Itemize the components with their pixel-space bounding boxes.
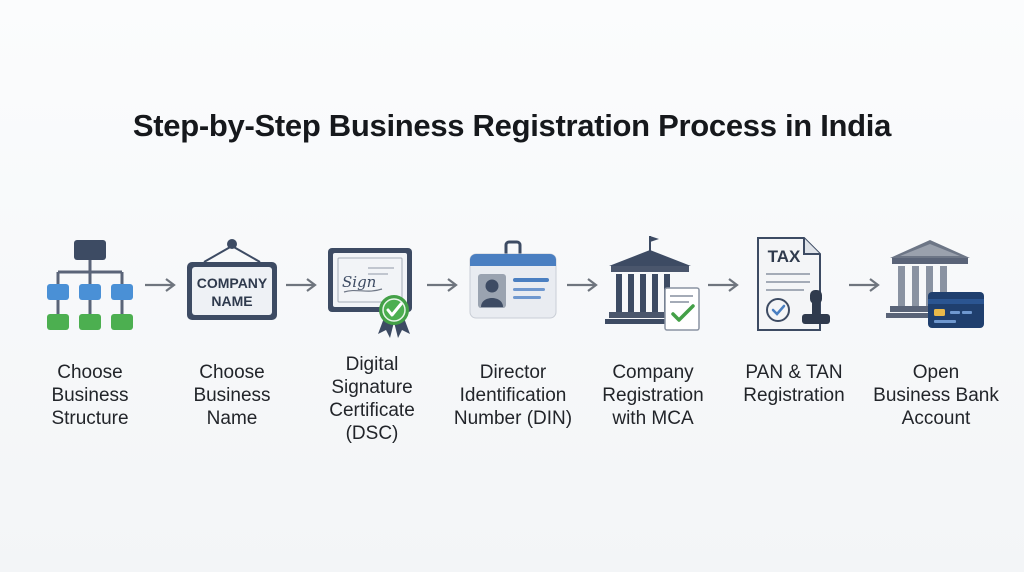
label-line: Signature	[331, 377, 413, 398]
step-label-company-registration-mca: Company Registration with MCA	[583, 361, 723, 430]
label-line: Business	[51, 385, 129, 406]
arrow-right-icon	[145, 278, 176, 292]
company-name-sign-icon: COMPANY NAME	[187, 239, 277, 320]
government-building-document-icon	[605, 236, 700, 331]
label-line: Certificate	[329, 400, 415, 421]
bank-card-icon	[886, 240, 984, 328]
label-line: Account	[901, 408, 971, 429]
label-line: Choose	[57, 362, 123, 383]
step-label-open-business-bank-account: Open Business Bank Account	[866, 361, 1006, 430]
label-line: Identification	[459, 385, 567, 406]
label-line: Number (DIN)	[453, 408, 573, 429]
label-line: Open	[912, 362, 960, 383]
arrow-right-icon	[427, 278, 458, 292]
step-label-director-identification-number: Director Identification Number (DIN)	[443, 361, 583, 430]
label-line: (DSC)	[345, 423, 399, 444]
label-line: Choose	[199, 362, 265, 383]
label-line: Business Bank	[873, 385, 999, 406]
label-line: with MCA	[612, 408, 694, 429]
sign-word: Sign	[342, 273, 376, 291]
arrow-right-icon	[286, 278, 317, 292]
tax-document-stamp-icon: TAX	[757, 237, 830, 331]
digital-signature-certificate-icon: Sign	[328, 248, 412, 338]
label-line: PAN & TAN	[745, 362, 843, 383]
label-line: Company	[612, 362, 694, 383]
arrow-right-icon	[567, 278, 598, 292]
step-label-pan-tan-registration: PAN & TAN Registration	[724, 361, 864, 407]
arrow-right-icon	[849, 278, 880, 292]
step-label-choose-business-structure: Choose Business Structure	[20, 361, 160, 430]
page-title: Step-by-Step Business Registration Proce…	[132, 108, 892, 143]
step-label-digital-signature-certificate: Digital Signature Certificate (DSC)	[302, 353, 442, 445]
org-structure-icon	[47, 240, 133, 330]
label-line: Name	[206, 408, 258, 429]
doc-text: TAX	[768, 247, 801, 266]
label-line: Director	[479, 362, 547, 383]
arrow-right-icon	[708, 278, 739, 292]
label-line: Business	[193, 385, 271, 406]
label-line: Registration	[602, 385, 704, 406]
label-line: Digital	[345, 354, 399, 375]
id-badge-icon	[469, 240, 557, 319]
sign-text-line-2: NAME	[211, 293, 252, 309]
sign-text-line-1: COMPANY	[197, 275, 268, 291]
label-line: Structure	[51, 408, 129, 429]
label-line: Registration	[743, 385, 845, 406]
step-label-choose-business-name: Choose Business Name	[162, 361, 302, 430]
